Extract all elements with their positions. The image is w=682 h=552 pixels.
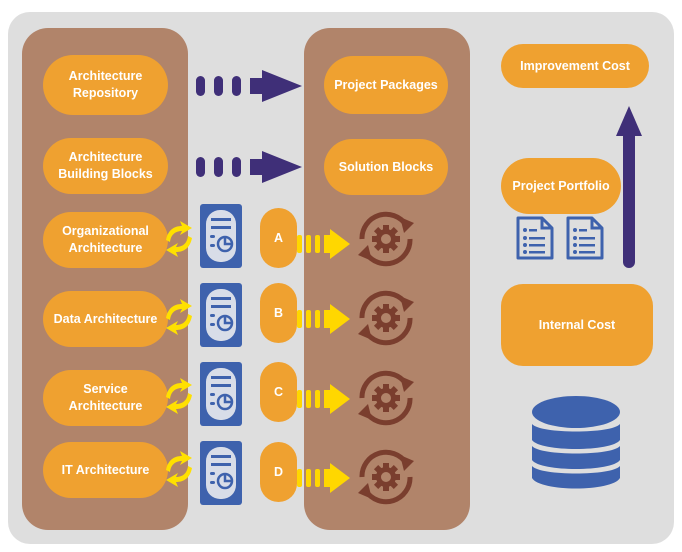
report-document-icon (200, 441, 242, 505)
dotted-arrow-icon (196, 151, 302, 183)
step-a-node[interactable]: A (260, 208, 297, 268)
node-label: Service (83, 382, 128, 397)
process-cycle-icon (358, 449, 414, 505)
node-label: Data Architecture (53, 311, 158, 326)
node-label: Architecture (68, 150, 143, 165)
data-architecture-node[interactable]: Data Architecture (43, 291, 168, 347)
step-letter: C (273, 384, 284, 399)
node-label: Organizational (62, 224, 149, 239)
exchange-arrows-icon (166, 299, 192, 335)
step-letter: A (273, 230, 284, 245)
internal-cost-node[interactable]: Internal Cost (501, 284, 653, 366)
report-document-icon (200, 362, 242, 426)
step-letter: D (273, 464, 284, 479)
checklist-document-icon (566, 216, 604, 260)
step-d-node[interactable]: D (260, 442, 297, 502)
database-icon (532, 396, 620, 489)
node-label: Internal Cost (538, 317, 616, 332)
upward-arrow-icon (616, 106, 642, 268)
project-packages-node[interactable]: Project Packages (324, 56, 448, 114)
yellow-arrow-icon (297, 304, 350, 334)
step-c-node[interactable]: C (260, 362, 297, 422)
yellow-arrow-icon (297, 463, 350, 493)
node-label: Architecture (68, 241, 143, 255)
node-label: Project Portfolio (512, 178, 610, 193)
process-cycle-icon (358, 290, 414, 346)
node-label: IT Architecture (61, 462, 150, 477)
node-label: Improvement Cost (520, 58, 630, 73)
improvement-cost-node[interactable]: Improvement Cost (501, 44, 649, 88)
node-label: Solution Blocks (338, 159, 434, 174)
report-document-icon (200, 283, 242, 347)
yellow-arrow-icon (297, 229, 350, 259)
project-portfolio-node[interactable]: Project Portfolio (501, 158, 621, 214)
node-label: Project Packages (334, 77, 438, 92)
process-cycle-icon (358, 211, 414, 267)
process-cycle-icon (358, 370, 414, 426)
exchange-arrows-icon (166, 378, 192, 414)
exchange-arrows-icon (166, 451, 192, 487)
it-architecture-node[interactable]: IT Architecture (43, 442, 168, 498)
node-label: Architecture (68, 399, 143, 413)
node-label: Repository (72, 86, 139, 100)
checklist-document-icon (516, 216, 554, 260)
step-b-node[interactable]: B (260, 283, 297, 343)
exchange-arrows-icon (166, 221, 192, 257)
node-label: Building Blocks (58, 167, 153, 181)
node-label: Architecture (68, 69, 143, 84)
dotted-arrow-icon (196, 70, 302, 102)
yellow-arrow-icon (297, 384, 350, 414)
report-document-icon (200, 204, 242, 268)
solution-blocks-node[interactable]: Solution Blocks (324, 139, 448, 195)
step-letter: B (273, 305, 284, 320)
